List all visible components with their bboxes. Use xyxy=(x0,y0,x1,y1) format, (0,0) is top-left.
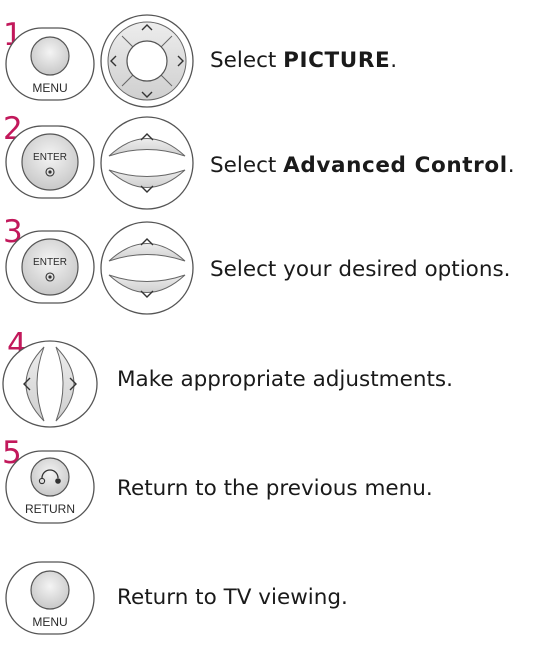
left-right-nav-icon xyxy=(2,340,98,428)
menu-item-advanced-control: Advanced Control xyxy=(283,153,508,178)
enter-button-label: ENTER xyxy=(33,152,67,163)
step-final-instruction: Return to TV viewing. xyxy=(117,585,348,610)
four-way-nav-icon xyxy=(100,14,194,108)
enter-button-icon: ENTER xyxy=(5,125,95,199)
step-5: 5 RETURN Return to the previous menu. xyxy=(0,435,538,540)
return-button-icon: RETURN xyxy=(5,450,95,524)
step-5-instruction: Return to the previous menu. xyxy=(117,476,433,501)
step-1: 1 MENU Select PICTURE. xyxy=(0,0,538,110)
step-3-instruction: Select your desired options. xyxy=(210,257,511,282)
step-2-instruction: Select Advanced Control. xyxy=(210,153,515,178)
up-down-nav-icon xyxy=(100,221,194,315)
up-down-nav-icon xyxy=(100,116,194,210)
step-1-instruction: Select PICTURE. xyxy=(210,48,398,73)
step-final: MENU Return to TV viewing. xyxy=(0,545,538,649)
menu-button-icon: MENU xyxy=(5,27,95,101)
step-4: 4 Make appropriate adjustments. xyxy=(0,325,538,435)
step-4-instruction: Make appropriate adjustments. xyxy=(117,367,453,392)
enter-button-icon: ENTER xyxy=(5,230,95,304)
step-2: 2 ENTER Select Advanced Control. xyxy=(0,110,538,215)
menu-button-label: MENU xyxy=(32,81,67,95)
step-3: 3 ENTER Select your desired options. xyxy=(0,215,538,325)
menu-button-icon: MENU xyxy=(5,561,95,635)
menu-button-label: MENU xyxy=(32,615,67,629)
enter-button-label: ENTER xyxy=(33,257,67,268)
menu-item-picture: PICTURE xyxy=(283,48,391,73)
return-button-label: RETURN xyxy=(25,502,75,516)
